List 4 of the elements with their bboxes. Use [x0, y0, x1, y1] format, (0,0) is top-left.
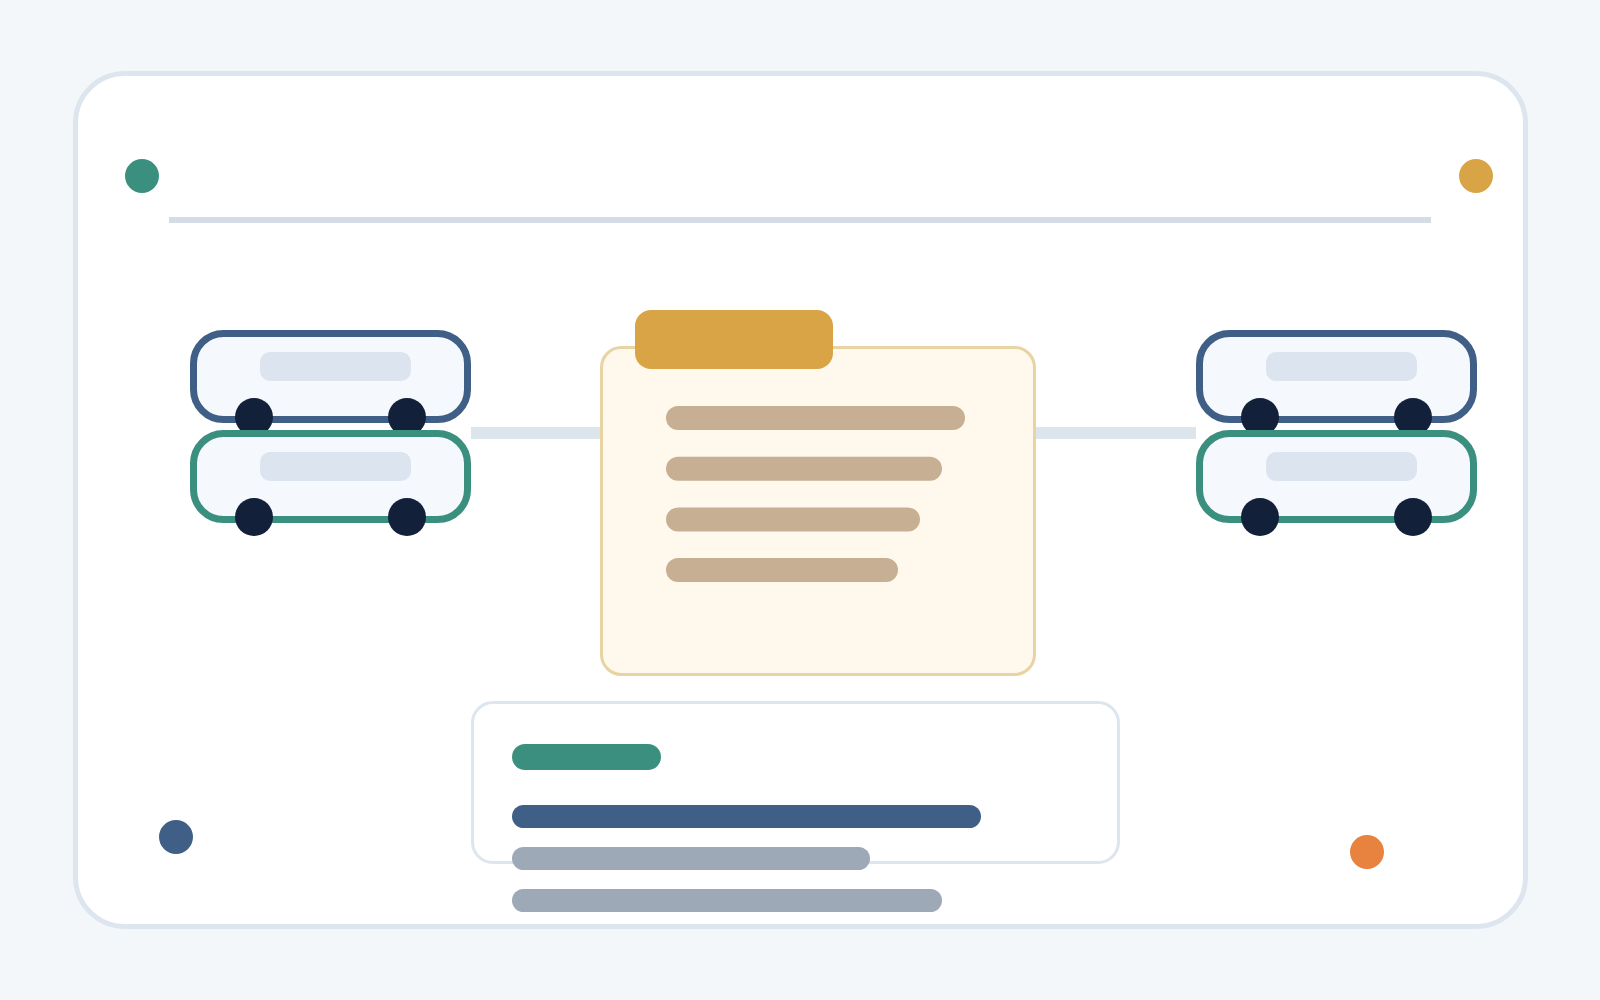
cart-shape [1196, 430, 1477, 536]
cart-shape [190, 430, 471, 536]
cart-shape [190, 330, 471, 430]
cart-shape [1196, 330, 1477, 430]
